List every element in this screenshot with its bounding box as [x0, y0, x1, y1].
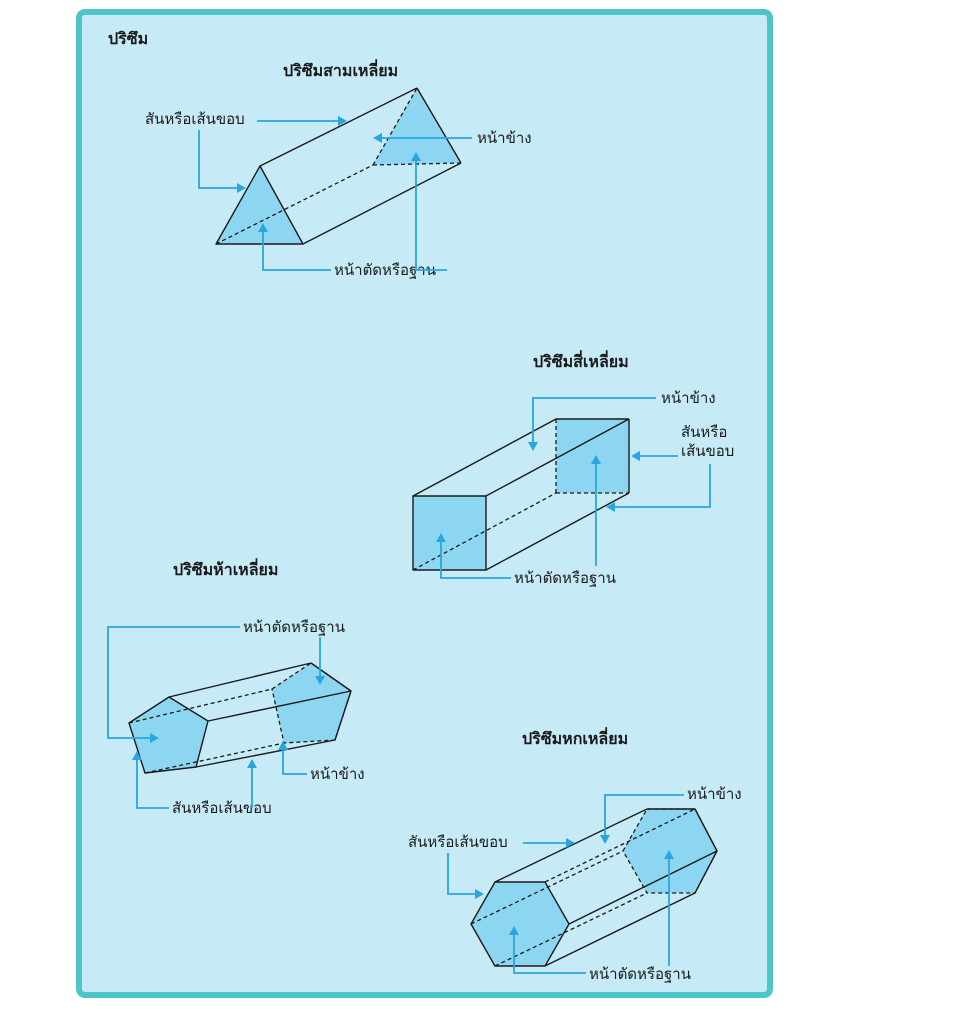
triangular-edge-label: สันหรือเส้นขอบ [145, 110, 245, 128]
pentagon-hidden-edge [128, 688, 273, 724]
hexagon-hidden-edge [470, 850, 624, 925]
arrow-head [247, 759, 257, 768]
pentagon-back-face [272, 663, 351, 743]
arrow-line [136, 759, 169, 809]
hexagon-back-edge [647, 808, 718, 894]
arrow-line [532, 397, 656, 444]
hexagonal-edge-label: สันหรือเส้นขอบ [408, 833, 508, 851]
rect-front-face [413, 496, 486, 570]
hexagon-front-face [471, 882, 569, 966]
arrow-head [528, 442, 538, 451]
rectangular-edge-label-line1: สันหรือ [681, 423, 727, 441]
arrow-line [513, 934, 586, 974]
arrow-line [447, 853, 476, 895]
arrow-head [631, 451, 640, 461]
pentagon-back-edge [310, 662, 352, 741]
arrow-head [664, 850, 674, 859]
triangle-hidden-edge [372, 87, 418, 166]
triangle-front-outline [215, 165, 304, 245]
arrow-head [373, 133, 382, 143]
hexagon-back-face [623, 809, 717, 893]
pentagonal-edge-label: สันหรือเส้นขอบ [172, 799, 272, 817]
arrow-line [614, 464, 711, 508]
arrow-line [262, 231, 331, 271]
arrow-head [338, 116, 347, 126]
rectangular-base-label: หน้าตัดหรือฐาน [514, 569, 616, 587]
pentagonal-prism: ปริซึมห้าเหลี่ยม หน้าตัดหรือฐาน หน้าข้าง… [107, 558, 365, 817]
arrow-head [132, 751, 142, 760]
arrow-line [440, 541, 511, 579]
hexagon-edge [568, 850, 718, 925]
pentagon-edge [207, 690, 352, 722]
rect-edge [485, 492, 630, 571]
rect-front-outline [412, 495, 487, 571]
triangular-base-label: หน้าตัดหรือฐาน [334, 261, 436, 279]
triangle-bottom-edge [302, 162, 462, 245]
arrow-head [566, 838, 575, 848]
triangular-side-label: หน้าข้าง [477, 129, 532, 147]
arrow-head [591, 455, 601, 464]
hexagonal-base-label: หน้าตัดหรือฐาน [589, 965, 691, 983]
triangle-back-edge [416, 87, 462, 164]
arrow-line [604, 794, 684, 836]
arrow-head [258, 223, 268, 232]
triangle-front-face [216, 166, 303, 244]
triangular-prism-title: ปริซึมสามเหลี่ยม [283, 59, 398, 80]
hexagon-edge [494, 808, 648, 883]
arrow-head [411, 152, 421, 161]
arrow-line [198, 130, 239, 189]
arrow-head [237, 183, 246, 193]
rectangular-prism: ปริซึมสี่เหลี่ยม หน้าข้าง สันหรือ เส้นขอ… [412, 350, 734, 587]
arrow-head [315, 676, 325, 685]
pentagon-edge [195, 739, 336, 768]
rect-hidden-edge [412, 492, 557, 571]
arrow-head [278, 741, 288, 750]
rectangular-prism-title: ปริซึมสี่เหลี่ยม [533, 350, 629, 371]
arrow-head [509, 926, 519, 935]
hexagonal-prism: ปริซึมหกเหลี่ยม หน้าข้าง สันหรือเส้นขอบ … [408, 727, 742, 983]
rectangular-edge-label-line2: เส้นขอบ [681, 442, 734, 460]
pentagon-hidden-edge [144, 742, 285, 774]
hexagonal-side-label: หน้าข้าง [687, 785, 742, 803]
pentagonal-base-label: หน้าตัดหรือฐาน [243, 618, 345, 636]
rect-edge [412, 418, 557, 497]
hexagon-hidden-edge [494, 892, 648, 967]
pentagonal-side-label: หน้าข้าง [310, 765, 365, 783]
arrow-line [107, 626, 240, 739]
triangle-hidden-edge [215, 164, 374, 245]
pentagon-front-face [129, 697, 208, 773]
arrow-line [282, 749, 307, 775]
rect-back-face [556, 419, 629, 493]
arrow-head [600, 835, 610, 844]
arrow-head [606, 502, 615, 512]
rect-edge [485, 418, 630, 497]
pentagonal-prism-title: ปริซึมห้าเหลี่ยม [173, 558, 278, 579]
page-title: ปริซึม [108, 29, 148, 48]
rectangular-side-label: หน้าข้าง [661, 389, 716, 407]
hexagonal-prism-title: ปริซึมหกเหลี่ยม [522, 727, 628, 748]
triangle-hidden-edge [372, 162, 462, 166]
triangle-top-edge [259, 87, 418, 167]
triangular-prism: ปริซึมสามเหลี่ยม สันหรือเส้นขอบ หน้าข้าง… [145, 59, 532, 279]
arrow-line [415, 160, 447, 271]
arrow-head [150, 733, 159, 743]
hexagon-edge [544, 892, 696, 967]
pentagon-edge [168, 662, 312, 698]
pentagon-front-outline [128, 696, 209, 774]
arrow-head [436, 533, 446, 542]
triangle-back-face [373, 88, 461, 165]
arrow-head [475, 889, 484, 899]
